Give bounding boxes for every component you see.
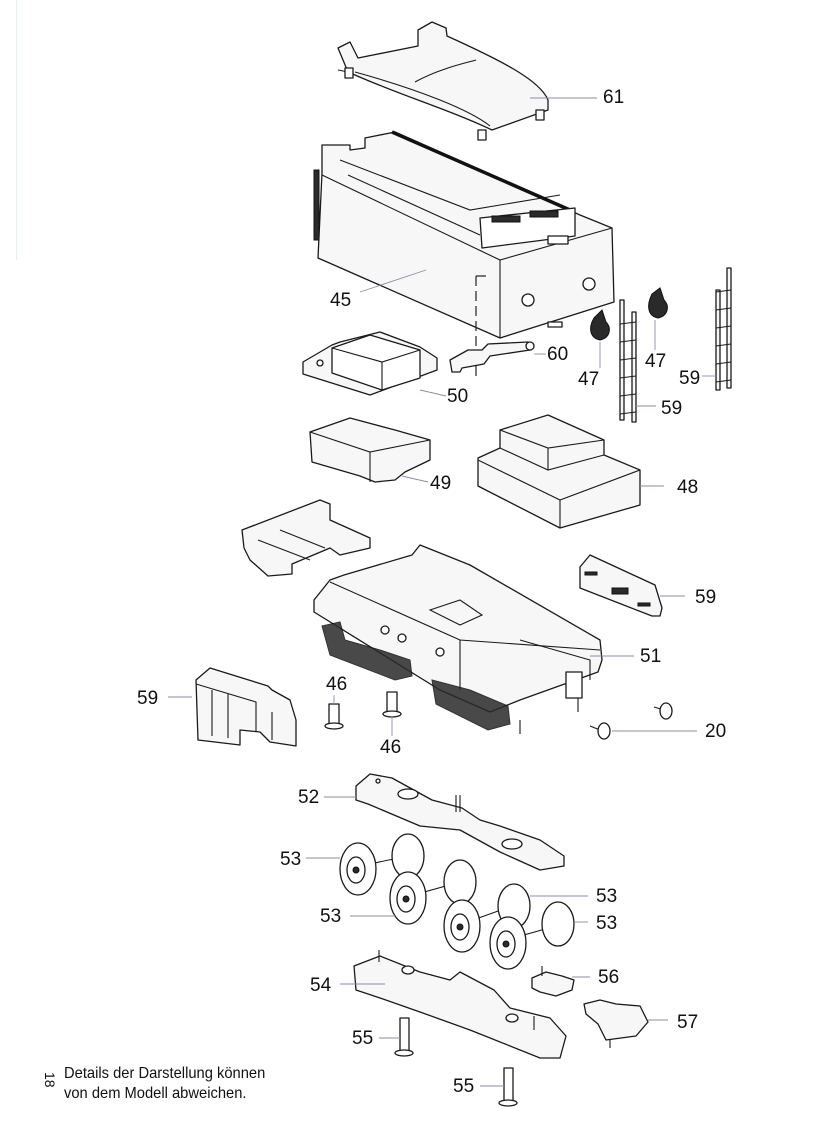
disclaimer-line-1: Details der Darstellung können (64, 1065, 266, 1082)
part-weight-large (477, 414, 664, 529)
part-weight-middle (309, 417, 431, 483)
part-wheelsets (306, 833, 588, 970)
leader-45 (359, 269, 427, 293)
part-bogie-frame-top (324, 773, 565, 871)
wheelset-4 (489, 901, 575, 970)
callout-60: 60 (547, 344, 569, 365)
part-coupler (583, 999, 668, 1048)
part-tender-body (313, 130, 615, 376)
callout-52: 52 (298, 787, 320, 808)
callout-57: 57 (677, 1012, 699, 1033)
callout-48: 48 (677, 477, 699, 498)
part-lamps (590, 287, 668, 368)
part-ladders (619, 267, 732, 423)
disclaimer-line-2: von dem Modell abweichen. (64, 1084, 247, 1102)
part-clip (241, 499, 371, 577)
part-front-buffer (168, 667, 297, 747)
callout-61: 61 (603, 87, 625, 108)
callout-47-left: 47 (578, 369, 600, 390)
callout-51: 51 (640, 646, 662, 667)
callout-59-ladder-right: 59 (679, 368, 701, 389)
callout-46-a: 46 (326, 674, 348, 695)
part-screws (324, 691, 402, 736)
part-pins (379, 1017, 518, 1107)
part-chassis (313, 544, 634, 734)
leader-50 (419, 389, 447, 397)
callout-20: 20 (705, 721, 727, 742)
disclaimer-note: Details der Darstellung können von dem M… (64, 1064, 265, 1103)
part-weight-top (302, 331, 447, 397)
callout-45: 45 (330, 290, 352, 311)
part-cover (337, 21, 597, 141)
part-buffers (589, 702, 697, 740)
callout-53-b: 53 (320, 906, 342, 927)
callout-47-right: 47 (645, 351, 667, 372)
callout-59-ladder-left: 59 (661, 398, 683, 419)
wheelset-1 (339, 833, 425, 896)
callout-59-front-buffer: 59 (137, 688, 159, 709)
callout-49: 49 (430, 473, 452, 494)
callout-50: 50 (447, 386, 469, 407)
callout-53-a: 53 (280, 849, 302, 870)
callout-55-a: 55 (352, 1028, 374, 1049)
wheelset-3 (443, 883, 531, 953)
part-bogie-frame-bottom (340, 950, 567, 1059)
part-coupler-spring (531, 966, 590, 997)
page-number: 18 (42, 1072, 58, 1088)
leader-49 (401, 475, 429, 483)
callout-56: 56 (598, 967, 620, 988)
callout-46-b: 46 (380, 737, 402, 758)
callout-54: 54 (310, 975, 332, 996)
callout-53-c: 53 (596, 886, 618, 907)
callout-53-d: 53 (596, 913, 618, 934)
part-rear-plate (579, 554, 685, 617)
callout-59-rear-plate: 59 (695, 587, 717, 608)
callout-55-b: 55 (453, 1076, 475, 1097)
scan-margin-line (16, 0, 17, 260)
part-bracket (449, 341, 546, 373)
